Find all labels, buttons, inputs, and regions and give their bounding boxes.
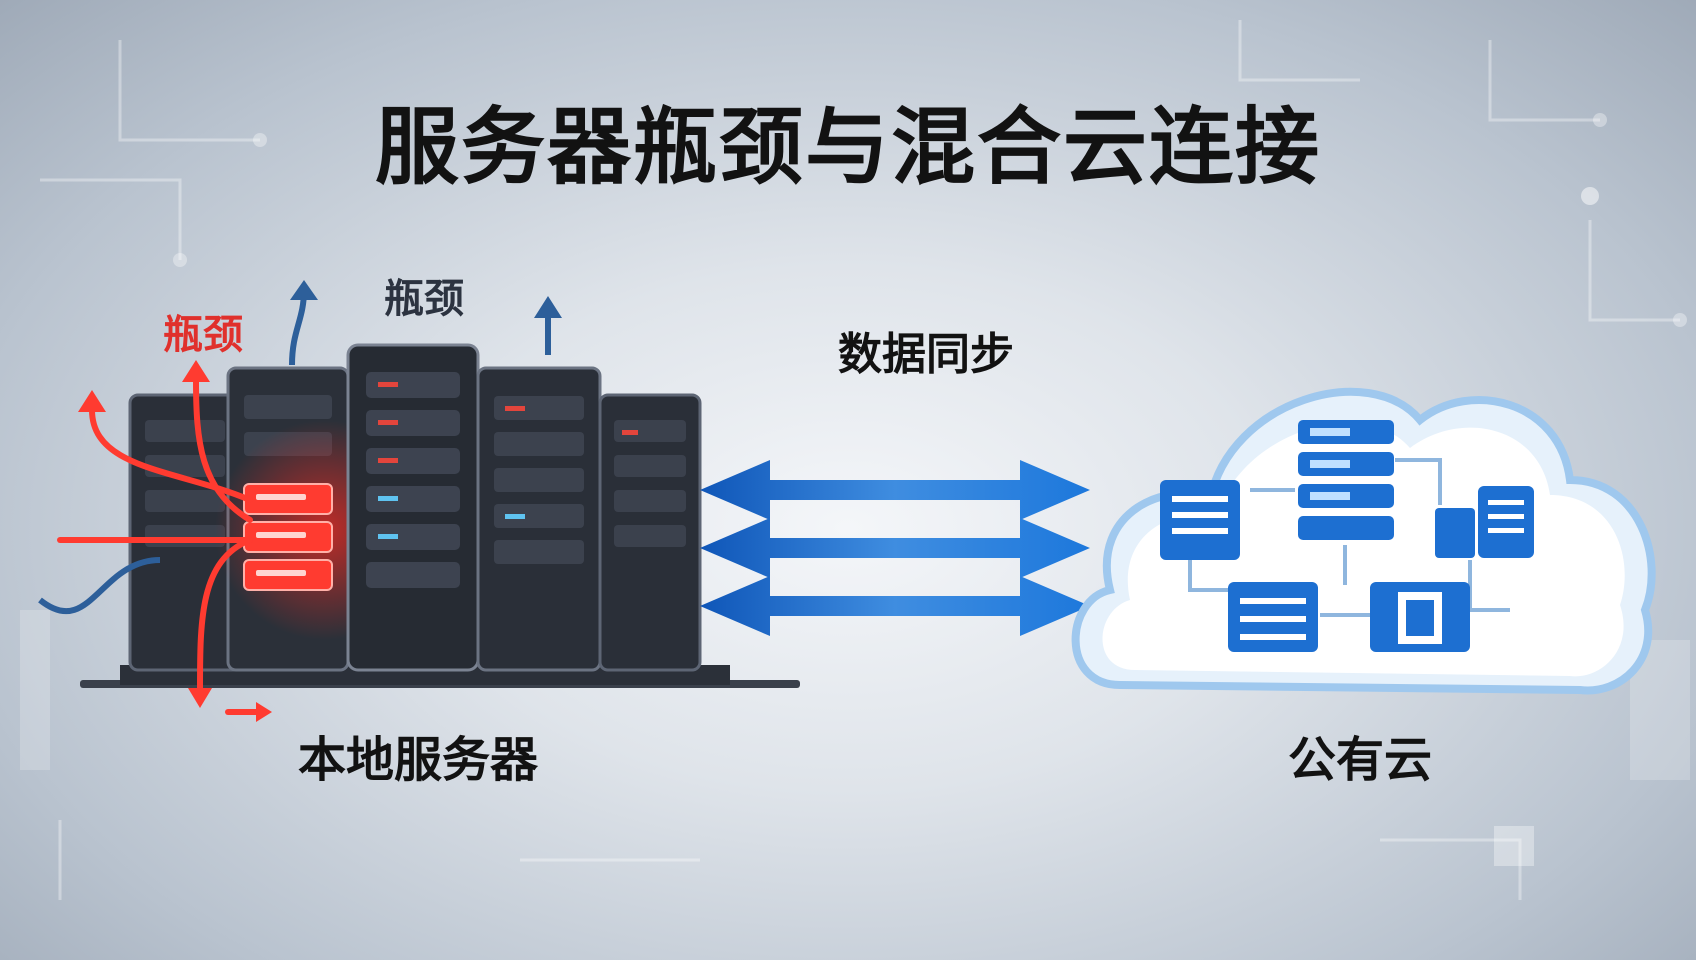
data-sync-label: 数据同步 (838, 329, 1014, 380)
cloud-document (1160, 480, 1240, 560)
server-rack (346, 343, 480, 672)
bottleneck-label: 瓶颈 (384, 276, 464, 322)
local-servers-label: 本地服务器 (298, 732, 539, 788)
server-rack (598, 393, 702, 672)
cloud-network-topology (1160, 420, 1534, 652)
server-rack (476, 366, 602, 672)
cloud-storage-unit (1370, 582, 1470, 652)
data-sync-arrows (700, 460, 1090, 636)
page-title: 服务器瓶颈与混合云连接 (374, 98, 1321, 196)
server-rack-group (80, 343, 800, 688)
cloud-server-stack (1298, 420, 1394, 540)
public-cloud-label: 公有云 (1288, 732, 1433, 788)
cloud-storage-unit (1228, 582, 1318, 652)
bottleneck-red-arrowheads (78, 360, 272, 722)
bottleneck-label-red: 瓶颈 (163, 312, 243, 358)
bottleneck-red-arrows (57, 377, 261, 715)
blue-up-arrows (38, 280, 562, 615)
cloud-document (1435, 486, 1534, 558)
